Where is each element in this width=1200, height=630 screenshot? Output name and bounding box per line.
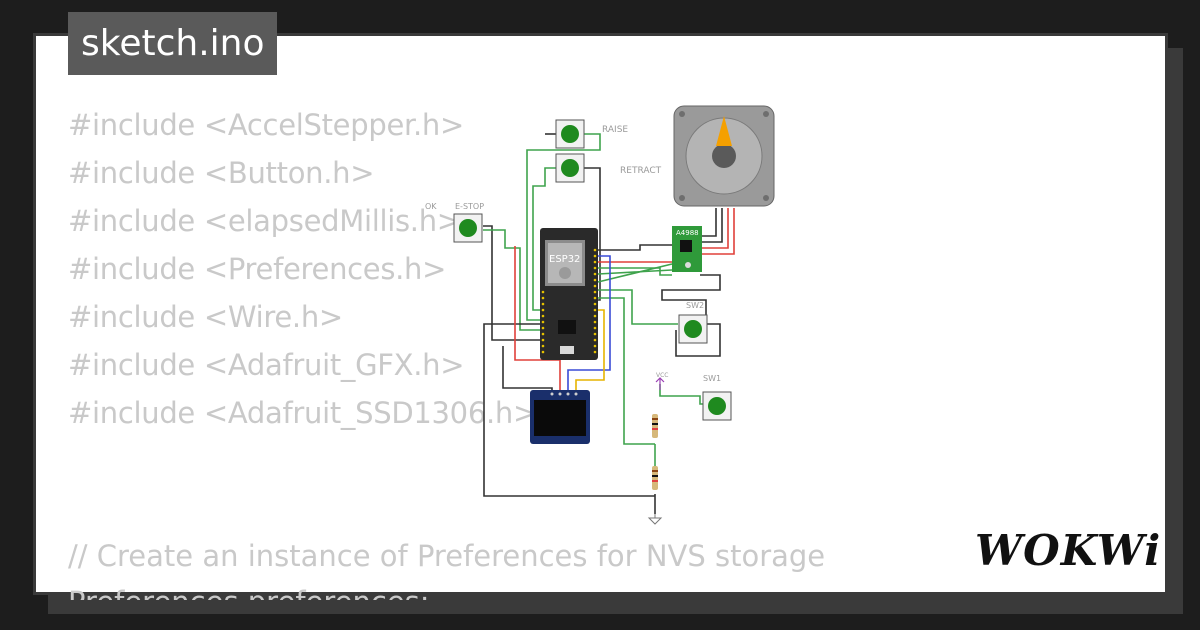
code-line: #include <AccelStepper.h>	[68, 108, 464, 142]
wire-motor-1	[702, 208, 717, 237]
usb-port-icon	[560, 346, 574, 354]
preview-card	[33, 33, 1168, 595]
code-line: #include <Button.h>	[68, 156, 375, 190]
wire-oled-vcc	[514, 246, 561, 392]
code-partial-line: Preferences preferences;	[68, 582, 430, 600]
button-cap-icon	[708, 397, 726, 415]
code-line: #include <Adafruit_SSD1306.h>	[68, 396, 537, 430]
code-line: #include <elapsedMillis.h>	[68, 204, 461, 238]
wire-raise	[526, 133, 601, 321]
wire-gnd-rail	[483, 323, 655, 497]
vcc-arrow-icon	[655, 377, 665, 390]
code-line: #include <Adafruit_GFX.h>	[68, 348, 465, 382]
wire-motor-2	[702, 208, 723, 243]
wire-motor-3	[702, 208, 729, 249]
wokwi-logo: WOKWi	[975, 526, 1162, 575]
wire-motor-4	[702, 208, 735, 255]
code-block: #include <AccelStepper.h> #include <Butt…	[68, 101, 537, 437]
sw1-label: SW1	[703, 374, 721, 383]
esp32-board: ESP32	[540, 228, 598, 360]
wire-oled-scl	[567, 255, 611, 392]
wire-sw2-gnd	[675, 323, 721, 357]
code-line: #include <Wire.h>	[68, 300, 343, 334]
oled-display	[530, 390, 590, 444]
wire-sw2	[598, 289, 678, 325]
retract-label: RETRACT	[620, 166, 662, 176]
button-cap-icon	[684, 320, 702, 338]
esp32-label: ESP32	[549, 254, 580, 265]
retract-button	[555, 153, 585, 183]
resistor-1	[652, 414, 658, 438]
wire-sw1-signal	[598, 297, 655, 445]
sw2-button	[678, 314, 708, 344]
raise-button	[555, 119, 585, 149]
vcc-label: VCC	[656, 372, 668, 379]
raise-label: RAISE	[602, 125, 628, 135]
button-cap-icon	[459, 219, 477, 237]
button-cap-icon	[561, 125, 579, 143]
estop-button	[453, 213, 483, 243]
a4988-driver: A4988	[672, 226, 702, 272]
wire-vcc-sw1	[659, 384, 706, 405]
wire-retract	[532, 167, 556, 311]
button-cap-icon	[561, 159, 579, 177]
resistor-2	[652, 466, 658, 490]
sw1-button	[702, 391, 732, 421]
stepper-motor	[673, 105, 775, 207]
wire-driver-sw2	[661, 274, 721, 318]
estop-label: E-STOP	[455, 202, 484, 211]
file-title: sketch.ino	[68, 12, 278, 75]
code-line: #include <Preferences.h>	[68, 252, 447, 286]
wire-oled-sda	[575, 309, 605, 392]
motor-needle-icon	[716, 116, 732, 146]
ground-icon	[647, 514, 663, 525]
ok-label: OK	[425, 202, 437, 211]
code-comment: // Create an instance of Preferences for…	[68, 539, 826, 573]
sw2-label: SW2	[686, 301, 704, 310]
wire-estop	[483, 229, 540, 331]
wire-estop-gnd	[483, 225, 540, 341]
espressif-logo-icon	[559, 267, 571, 279]
driver-label: A4988	[676, 229, 699, 237]
wire-esp-driver-3	[598, 267, 672, 276]
wire-esp-driver-1	[598, 244, 672, 251]
